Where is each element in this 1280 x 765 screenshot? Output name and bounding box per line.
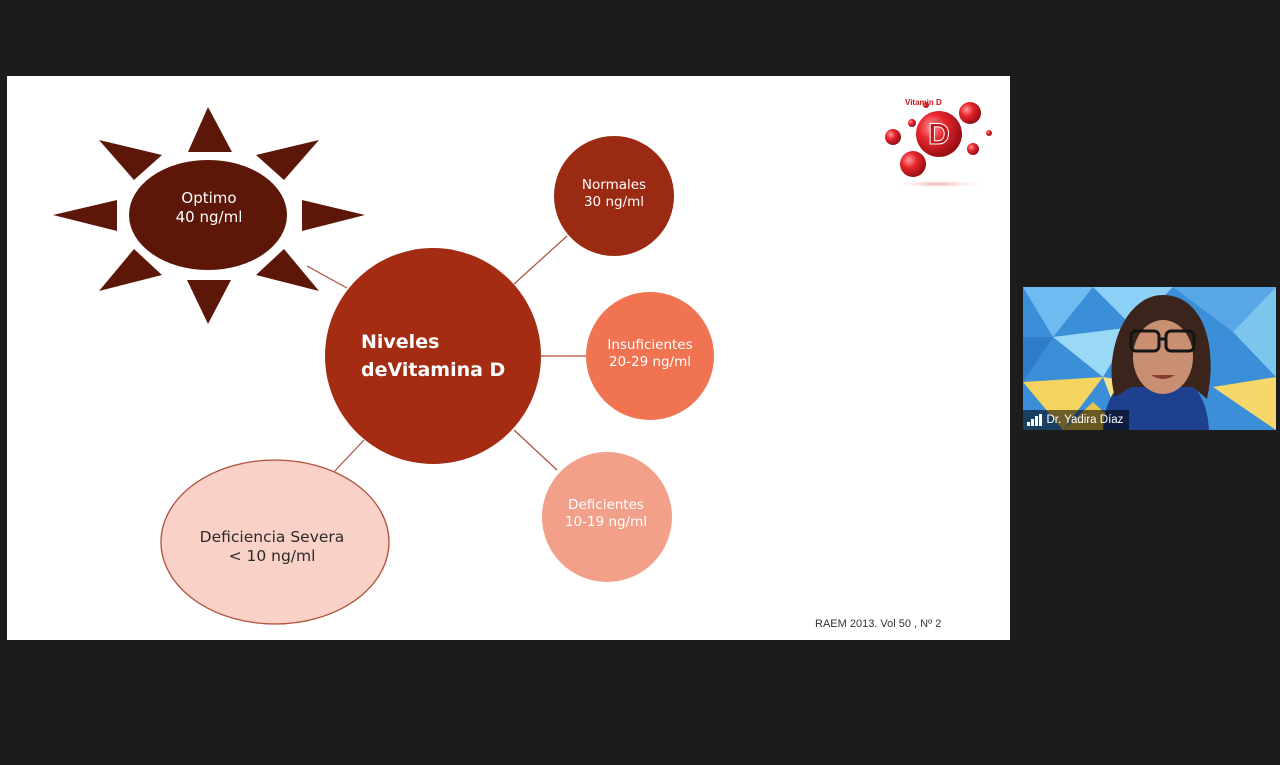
insuficientes-label: Insuficientes 20-29 ng/ml [585,337,715,371]
optimo-value: 40 ng/ml [175,207,243,226]
node-deficientes [542,452,672,582]
center-title-line1: Niveles [361,331,440,353]
citation: RAEM 2013. Vol 50 , Nº 2 [815,618,942,630]
optimo-title: Optimo [181,189,237,207]
insuficientes-value: 20-29 ng/ml [608,353,692,370]
svg-text:D: D [928,118,950,151]
deficientes-label: Deficientes 10-19 ng/ml [540,497,672,531]
deficientes-value: 10-19 ng/ml [564,513,648,530]
center-label: Niveles deVitamina D [361,329,531,384]
severa-title: Deficiencia Severa [199,528,345,546]
vitamin-d-diagram [53,107,714,625]
normales-title: Normales [581,177,647,193]
center-title-line2: deVitamina D [361,358,506,381]
sun-ray-left [53,200,117,231]
severa-value: < 10 ng/ml [228,547,316,566]
deficientes-title: Deficientes [568,497,644,513]
logo-caption: Vitamin D [905,98,942,107]
node-center [325,248,541,464]
participant-name: Dr. Yadira Díaz [1046,414,1124,426]
sun-ray-bottom-left [99,249,162,291]
insuficientes-title: Insuficientes [607,337,693,353]
node-severa [160,459,390,625]
sun-ray-top-right [256,140,319,180]
sun-ray-right [302,200,365,231]
connector-normales [513,235,568,285]
signal-bars-icon [1027,414,1042,426]
connector-deficientes [513,429,558,471]
optimo-label: Optimo 40 ng/ml [135,189,283,227]
node-normales [554,136,674,256]
node-insuficientes [586,292,714,420]
sun-ray-bottom [187,280,231,324]
participant-name-tag: Dr. Yadira Díaz [1023,410,1130,430]
normales-value: 30 ng/ml [583,193,645,210]
participant-video-tile[interactable]: Dr. Yadira Díaz [1023,287,1276,430]
sun-ray-top-left [99,140,162,180]
node-optimo [129,160,287,270]
sun-ray-bottom-right [256,249,319,291]
video-background [1023,287,1276,430]
sun-ray-top [188,107,232,152]
vitamin-d-logo: D [885,102,992,188]
presentation-slide: Optimo 40 ng/ml Niveles deVitamina D Nor… [7,76,1010,640]
connector-optimo [306,265,348,289]
severa-label: Deficiencia Severa < 10 ng/ml [182,528,362,567]
sun-rays [53,107,365,324]
normales-label: Normales 30 ng/ml [554,177,674,211]
connector-severa [331,439,365,475]
